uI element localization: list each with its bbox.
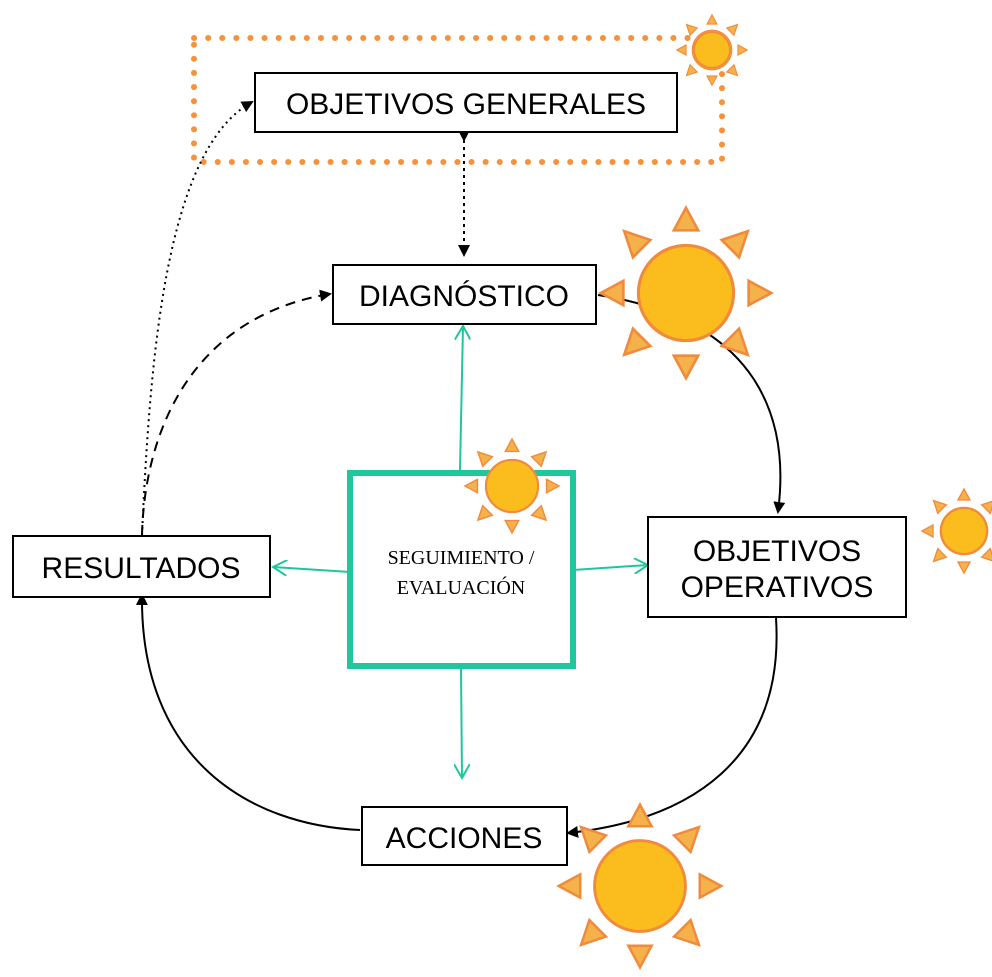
arrow-acciones-to-resultados [135, 593, 361, 831]
node-diagnostico: DIAGNÓSTICO [332, 264, 597, 325]
label-acciones: ACCIONES [386, 822, 543, 855]
teal-arrow-left [273, 567, 351, 572]
teal-arrow-right [572, 565, 648, 570]
label-seguimiento: SEGUIMIENTO / [388, 547, 535, 569]
node-seguimiento-evaluacion: SEGUIMIENTO / EVALUACIÓN [347, 470, 576, 669]
sun-icon-core [485, 459, 539, 513]
label-objetivos-generales: OBJETIVOS GENERALES [286, 88, 646, 121]
sun-icon-core [693, 31, 731, 69]
teal-arrow-up [460, 326, 463, 471]
node-resultados: RESULTADOS [12, 535, 271, 598]
node-acciones: ACCIONES [361, 806, 568, 866]
label-objetivos-operativos-line2: OPERATIVOS [681, 571, 874, 604]
sun-icon-core [638, 245, 734, 341]
arrow-resultados-to-objetivos-generales [141, 101, 254, 536]
arrow-operativos-to-acciones [566, 617, 778, 838]
sun-icon-core [594, 840, 686, 932]
label-diagnostico: DIAGNÓSTICO [359, 280, 569, 313]
sun-icon-core [940, 507, 988, 555]
label-resultados: RESULTADOS [42, 552, 241, 585]
label-objetivos-operativos-line1: OBJETIVOS [693, 535, 861, 568]
node-objetivos-operativos: OBJETIVOS OPERATIVOS [647, 516, 907, 618]
node-objetivos-generales: OBJETIVOS GENERALES [254, 72, 678, 133]
label-evaluacion: EVALUACIÓN [397, 575, 526, 599]
teal-arrow-down [461, 667, 462, 778]
arrow-resultados-to-diagnostico [141, 289, 332, 536]
